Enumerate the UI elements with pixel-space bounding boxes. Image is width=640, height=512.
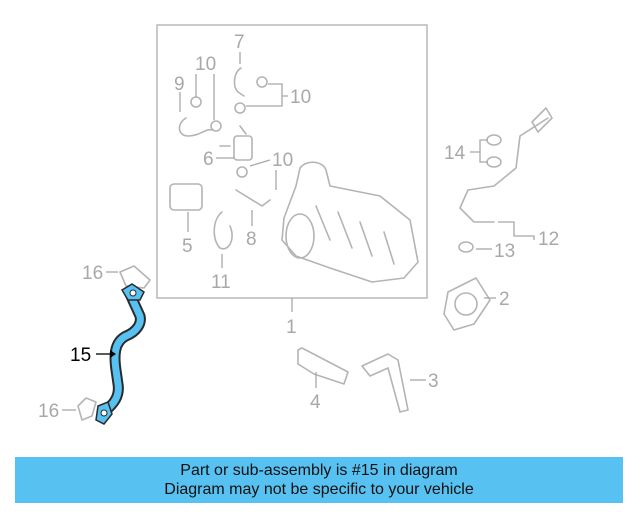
part-10-clamp-b [210, 120, 222, 132]
part-10-clamp-e [236, 166, 248, 178]
callout-10c: 10 [272, 150, 293, 171]
part-1-turbocharger [281, 161, 419, 283]
callout-13: 13 [494, 241, 515, 262]
part-12-line [459, 117, 549, 223]
leader-10b [246, 83, 288, 107]
part-16-gasket-upper [119, 265, 151, 289]
callout-15: 15 [70, 345, 91, 366]
banner-line-2: Diagram may not be specific to your vehi… [164, 481, 474, 498]
callout-14: 14 [444, 143, 466, 164]
part-1-flanges [315, 205, 395, 265]
callout-1: 1 [286, 317, 297, 338]
banner-line-1: Part or sub-assembly is #15 in diagram [180, 462, 458, 479]
callout-9: 9 [174, 74, 185, 95]
callout-11: 11 [211, 272, 231, 293]
callout-10b: 10 [290, 87, 311, 108]
part-10-clamp-c [256, 76, 268, 88]
callout-12: 12 [538, 229, 559, 250]
leader-14 [470, 139, 488, 163]
parts-diagram: 1 7 9 10 10 6 10 8 5 11 14 12 13 [38, 24, 559, 425]
part-3-bracket [361, 353, 409, 413]
callout-16b: 16 [38, 401, 59, 422]
part-7-hose [233, 67, 245, 97]
callout-4: 4 [310, 392, 321, 413]
part-14-washer-a [486, 134, 502, 146]
part-12-bracket [531, 107, 553, 133]
info-banner: Part or sub-assembly is #15 in diagram D… [15, 457, 623, 503]
leader-10c [249, 159, 277, 190]
leader-10a [195, 74, 215, 120]
part-6-bolts [219, 125, 247, 147]
part-1-inlet [285, 213, 315, 259]
part-15-flange-upper-hole [129, 289, 137, 297]
part-13-washer [458, 241, 474, 253]
part-4-bracket [297, 347, 349, 385]
part-9-hose [178, 117, 213, 137]
part-15-pipe-fill [100, 290, 144, 416]
callout-10a: 10 [195, 54, 216, 75]
callout-16a: 16 [82, 263, 103, 284]
part-16-gasket-lower [77, 397, 97, 421]
part-5-valve [169, 183, 203, 211]
callout-8: 8 [246, 229, 257, 250]
part-2-gasket [443, 277, 491, 331]
part-11-hose [213, 211, 233, 250]
part-8-hose [235, 189, 271, 207]
callout-5: 5 [182, 236, 193, 257]
leader-12 [498, 221, 535, 240]
callout-3: 3 [428, 371, 439, 392]
callout-7: 7 [234, 32, 245, 53]
leader-15-arrow [110, 350, 116, 358]
part-10-clamp-d [234, 102, 246, 114]
part-6-valve [233, 135, 253, 161]
callout-6: 6 [203, 149, 214, 170]
part-15-flange-lower-hole [100, 409, 108, 417]
part-10-clamp-a [190, 96, 202, 108]
callout-2: 2 [499, 289, 510, 310]
part-2-gasket-hole [454, 292, 478, 316]
part-14-washer-b [486, 156, 502, 168]
